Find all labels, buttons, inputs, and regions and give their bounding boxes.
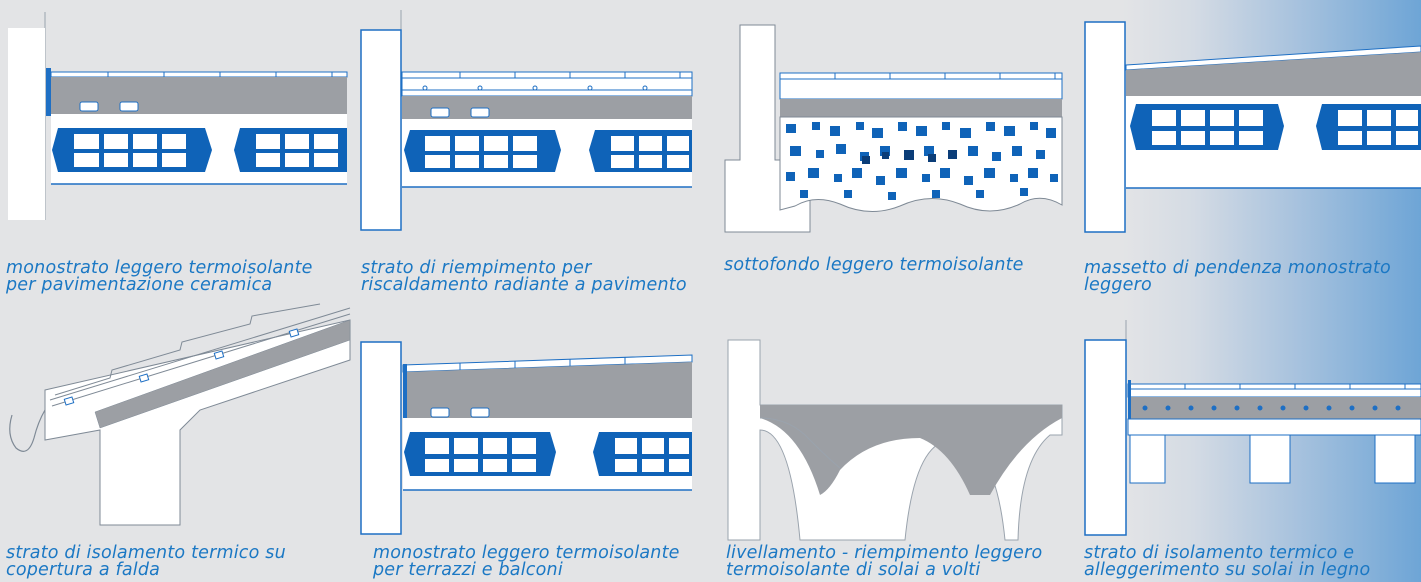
terrace-balcony-section-icon xyxy=(360,341,693,535)
pitched-roof-section-icon xyxy=(9,303,351,526)
hollow-block xyxy=(52,128,212,172)
sloped-screed-section-icon xyxy=(1084,21,1421,233)
subfloor-section-icon xyxy=(724,24,1063,233)
radiant-floor-section-icon xyxy=(360,10,693,231)
caption-subfloor: sottofondo leggero termoisolante xyxy=(724,255,1024,275)
ceramic-floor-section-icon xyxy=(8,12,348,220)
wooden-floor-section-icon xyxy=(1084,320,1421,536)
panel-subfloor: sottofondo leggero termoisolante xyxy=(720,0,1080,300)
vaulted-floor-section-icon xyxy=(727,339,1063,541)
